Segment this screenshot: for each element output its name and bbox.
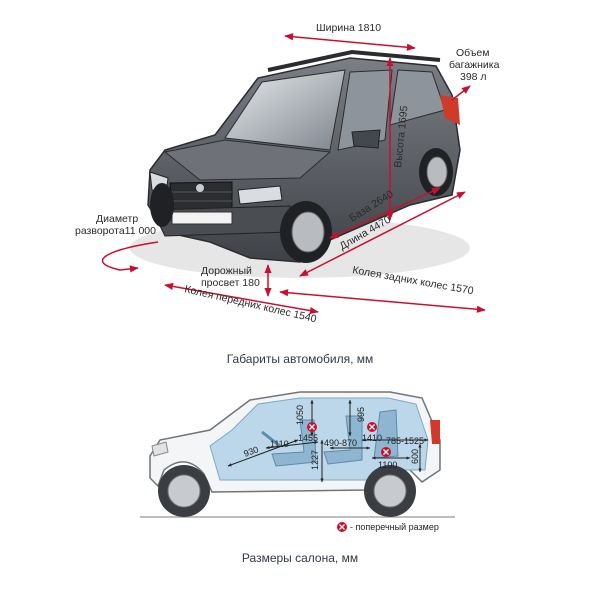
transverse-marker-icon bbox=[367, 422, 377, 432]
transverse-marker-icon bbox=[307, 422, 317, 432]
transverse-legend: - поперечный размер bbox=[337, 522, 439, 532]
suv-exterior-illustration bbox=[130, 49, 470, 278]
dim-995: 995 bbox=[356, 407, 366, 422]
dim-1455: 1455 bbox=[298, 433, 318, 443]
dim-490-870: 490-870 bbox=[324, 438, 357, 448]
dim-1410: 1410 bbox=[362, 433, 382, 443]
interior-caption: Размеры салона, мм bbox=[241, 551, 359, 565]
dim-1227: 1227 bbox=[310, 450, 320, 470]
trunk-label-1: Объем bbox=[456, 47, 489, 59]
dim-1110: 1110 bbox=[270, 439, 289, 449]
exterior-caption: Габариты автомобиля, мм bbox=[226, 352, 374, 366]
dim-930: 930 bbox=[242, 444, 260, 459]
dim-1100: 1100 bbox=[378, 460, 397, 470]
interior-dimension-labels: 1050 1455 930 1110 1227 490-870 995 1410… bbox=[242, 405, 424, 470]
turning-label-2: разворота11 000 bbox=[75, 225, 156, 237]
clearance-label-1: Дорожный bbox=[201, 265, 252, 277]
legend-text: - поперечный размер bbox=[350, 522, 439, 532]
dim-600: 600 bbox=[410, 449, 420, 464]
trunk-label-2: багажника bbox=[449, 59, 500, 71]
exterior-dimension-lines bbox=[101, 33, 486, 315]
transverse-markers bbox=[307, 422, 391, 457]
clearance-label-2: просвет 180 bbox=[201, 277, 260, 289]
transverse-marker-icon bbox=[337, 522, 347, 532]
trunk-label-3: 398 л bbox=[460, 71, 487, 83]
transverse-marker-icon bbox=[381, 447, 391, 457]
front-track-label: Колея передних колес 1540 bbox=[183, 283, 317, 325]
width-label: Ширина 1810 bbox=[316, 22, 381, 34]
turning-label-1: Диаметр bbox=[96, 213, 138, 225]
dim-785-1525: 785-1525 bbox=[386, 436, 424, 446]
dim-1050: 1050 bbox=[295, 405, 305, 425]
